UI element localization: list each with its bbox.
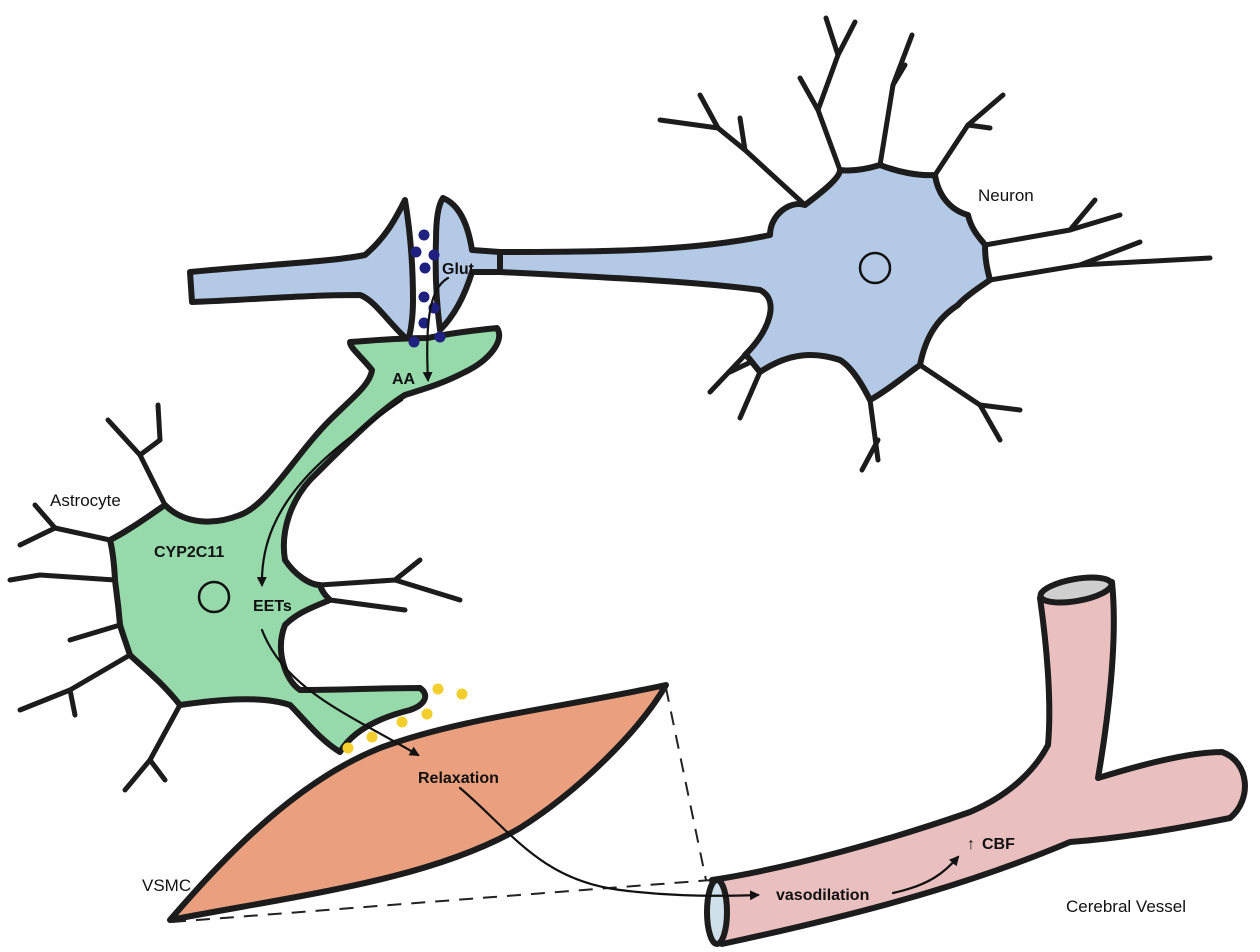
eet-dot: [457, 689, 468, 700]
aa-label: AA: [392, 371, 416, 388]
vesicle: [420, 263, 431, 274]
neuron: [190, 18, 1210, 470]
eet-dot: [422, 709, 433, 720]
vesicle: [435, 332, 446, 343]
glut-label: Glut: [442, 261, 475, 278]
presynaptic-axon: [190, 200, 413, 340]
vsmc-label: VSMC: [142, 876, 191, 895]
vasodilation-label: vasodilation: [776, 887, 869, 904]
astrocyte: [10, 328, 499, 790]
vesicle: [419, 230, 430, 241]
cyp2c11-label: CYP2C11: [154, 544, 224, 561]
cbf-label: CBF: [982, 836, 1015, 853]
neuron-label: Neuron: [978, 186, 1034, 205]
cbf-up-arrow: ↑: [967, 836, 975, 853]
eets-label: EETs: [253, 598, 292, 615]
eet-dot: [343, 743, 354, 754]
zoom-line-top: [666, 688, 706, 880]
cerebral-vessel-label: Cerebral Vessel: [1066, 897, 1186, 916]
eet-dot: [367, 732, 378, 743]
astrocyte-label: Astrocyte: [50, 491, 121, 510]
relaxation-label: Relaxation: [418, 770, 499, 787]
vesicle: [409, 337, 420, 348]
eet-dot: [397, 717, 408, 728]
vesicle: [411, 247, 422, 258]
vesicle: [429, 250, 440, 261]
vessel-opening-left: [707, 880, 727, 944]
vesicle: [419, 292, 430, 303]
eet-dot: [433, 684, 444, 695]
